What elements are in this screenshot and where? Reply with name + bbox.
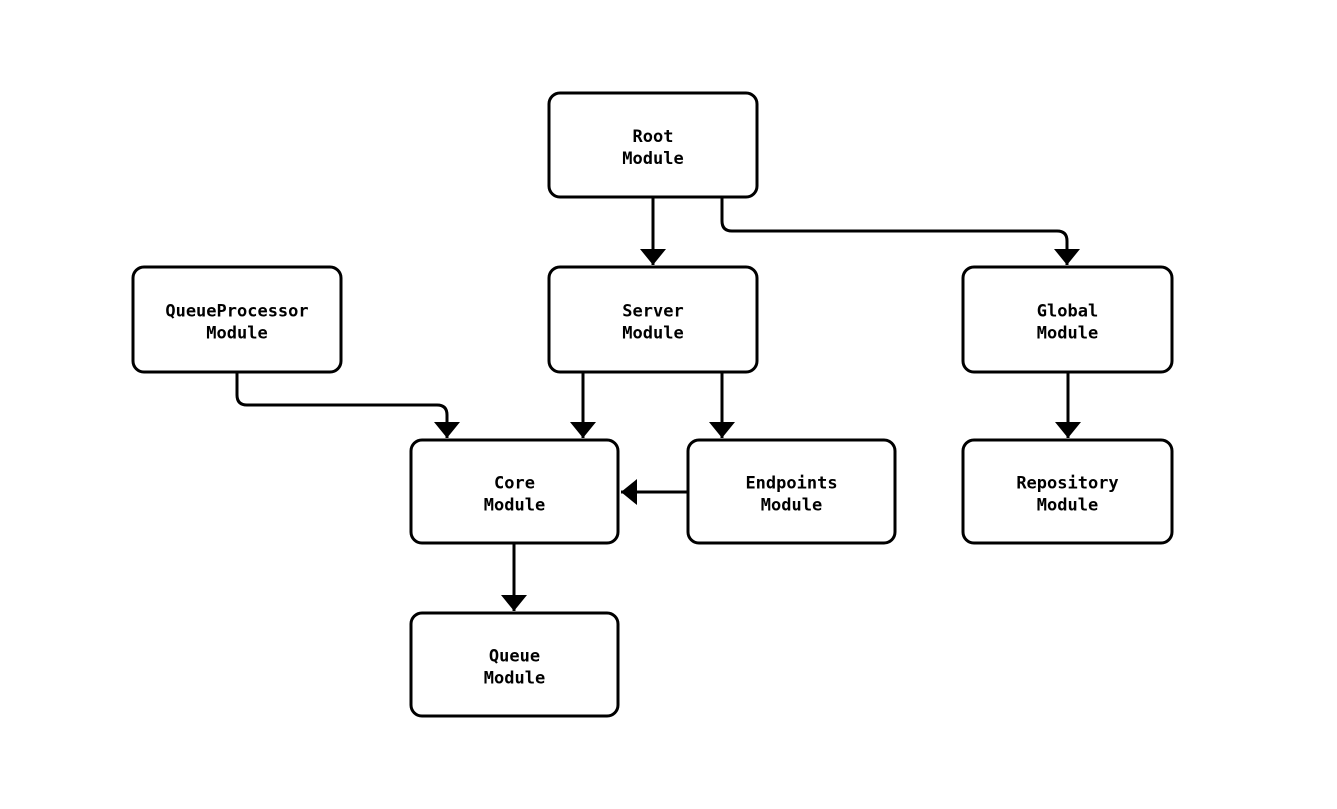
node-server-box: [547, 265, 759, 374]
edge-queueprocessor-core: [235, 372, 460, 438]
node-queue-box: [409, 611, 620, 718]
node-repository-box: [961, 438, 1174, 545]
edge-root-global: [720, 197, 1080, 265]
